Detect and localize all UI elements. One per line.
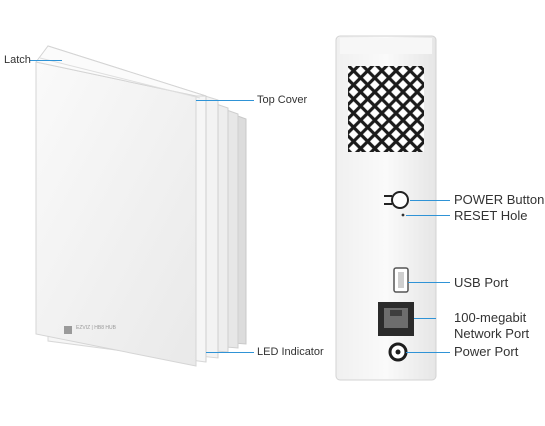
network-port-leader-line: [414, 318, 436, 319]
device-logo-text: EZVIZ | HB8 HUB: [76, 325, 116, 331]
hub-back-view: [335, 35, 437, 381]
power-port-leader-line: [406, 352, 450, 353]
power-button-label: POWER Button: [454, 192, 545, 207]
network-port-label-line1: 100-megabit: [454, 310, 527, 325]
reset-hole-label: RESET Hole: [454, 208, 528, 223]
latch-label: Latch: [4, 54, 31, 66]
power-port-label: Power Port: [454, 344, 519, 359]
reset-hole-shape: [401, 213, 405, 217]
power-button-leader-line: [410, 200, 450, 201]
reset-hole-leader-line: [406, 215, 450, 216]
power-button-shape: [391, 191, 409, 209]
top-cover-leader-line: [196, 100, 254, 101]
top-cover-label: Top Cover: [257, 94, 308, 106]
network-port-label-line2: Network Port: [454, 326, 530, 341]
usb-port-label: USB Port: [454, 275, 509, 290]
led-indicator-label: LED Indicator: [257, 346, 324, 358]
ezviz-logo-mark: [64, 326, 72, 334]
latch-leader-line: [30, 60, 62, 61]
led-indicator-leader-line: [206, 352, 254, 353]
usb-port-leader-line: [408, 282, 450, 283]
vent-grille: [348, 66, 424, 152]
hub-front-view: [35, 45, 247, 367]
